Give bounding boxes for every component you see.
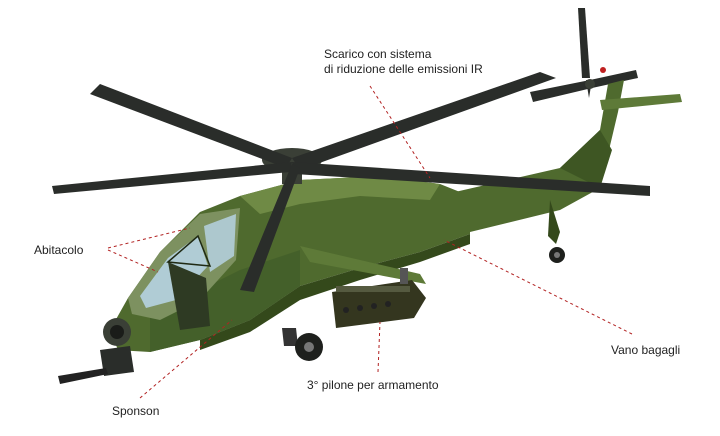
main-rotor-blades	[52, 72, 650, 292]
nose-turret	[58, 318, 134, 384]
sponson-label: Sponson	[112, 404, 160, 418]
exhaust-ir-label-line2: di riduzione delle emissioni IR	[324, 62, 483, 76]
exhaust-ir-label: Scarico con sistema di riduzione delle e…	[324, 47, 483, 77]
tail-boom	[420, 80, 682, 263]
canopy	[128, 208, 240, 330]
baggage-bay-label: Vano bagagli	[611, 343, 681, 357]
weapon-pylon-label: 3° pilone per armamento	[307, 378, 439, 392]
landing-gear	[282, 328, 323, 361]
exhaust-ir-label-line1: Scarico con sistema	[324, 47, 432, 61]
cockpit-label: Abitacolo	[34, 243, 84, 257]
tail-rotor	[530, 8, 638, 102]
leader-lines	[107, 85, 633, 399]
rocket-pod	[332, 268, 426, 328]
